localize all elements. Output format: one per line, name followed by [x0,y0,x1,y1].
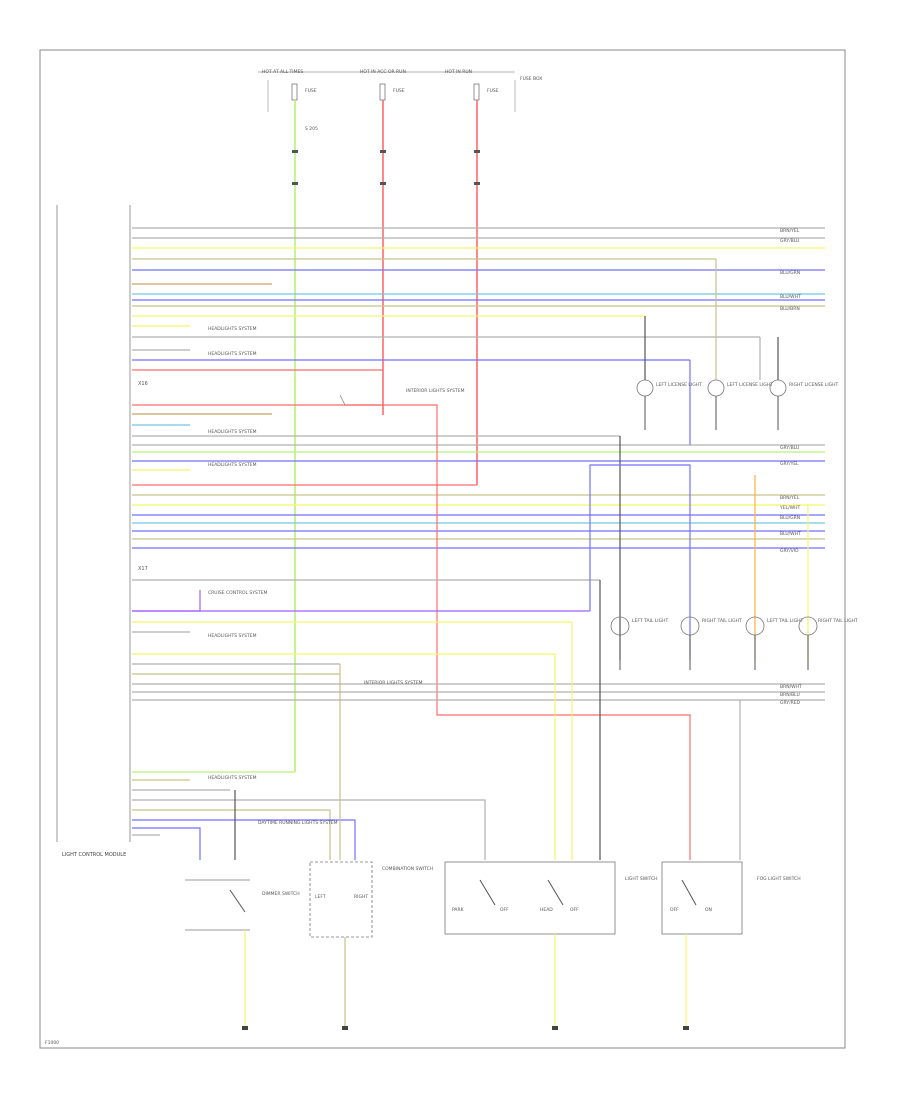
top-lamps: LEFT LICENSE LIGHT LEFT LICENSE LIGHT RI… [636,379,839,430]
svg-text:BLU/WHT: BLU/WHT [780,294,801,300]
mid-lamps: LEFT TAIL LIGHT RIGHT TAIL LIGHT LEFT TA… [610,616,858,670]
footer-code: F1000 [45,1040,59,1046]
svg-text:BRN/BLU: BRN/BLU [780,692,800,698]
svg-text:RIGHT TAIL LIGHT: RIGHT TAIL LIGHT [818,618,858,624]
splice-label: S 205 [305,126,318,132]
diagram-frame [39,49,846,1049]
vertical-drops [234,259,809,860]
svg-text:PARK: PARK [452,907,465,913]
fuse-1: FUSE [291,83,317,101]
svg-text:BRN/YEL: BRN/YEL [780,495,800,501]
lamp-top-1: LEFT LICENSE LIGHT [636,379,702,430]
connector-x17: X17 [138,566,148,572]
svg-text:LEFT: LEFT [315,894,326,900]
svg-text:RIGHT: RIGHT [354,894,368,900]
svg-text:DIMMER SWITCH: DIMMER SWITCH [262,891,300,897]
feed-label-1: HOT AT ALL TIMES [262,69,303,75]
svg-text:FUSE: FUSE [305,88,317,94]
ref-headlights-5: HEADLIGHTS SYSTEM [208,633,257,639]
svg-text:GRY/BLU: GRY/BLU [780,445,799,451]
lamp-mid-4: RIGHT TAIL LIGHT [798,616,858,670]
wire-group-3 [132,579,825,701]
wire-group-2 [132,404,825,549]
svg-text:FUSE: FUSE [487,88,499,94]
ref-headlights-6: HEADLIGHTS SYSTEM [208,775,257,781]
lamp-mid-3: LEFT TAIL LIGHT [745,616,803,670]
ref-interior-lights-2: INTERIOR LIGHTS SYSTEM [364,680,423,686]
ref-headlights-3: HEADLIGHTS SYSTEM [208,429,257,435]
svg-text:FUSE: FUSE [393,88,405,94]
fuse-3: FUSE [473,83,499,101]
svg-text:RIGHT LICENSE LIGHT: RIGHT LICENSE LIGHT [789,382,839,388]
combination-switch: LEFT RIGHT COMBINATION SWITCH [309,861,433,1030]
ref-headlights-2: HEADLIGHTS SYSTEM [208,351,257,357]
svg-text:GRY/VIO: GRY/VIO [780,548,799,554]
ref-headlights-4: HEADLIGHTS SYSTEM [208,462,257,468]
svg-text:HEAD: HEAD [540,907,553,913]
svg-text:OFF: OFF [670,907,679,913]
svg-text:LEFT TAIL LIGHT: LEFT TAIL LIGHT [632,618,668,624]
svg-text:BLU/GRN: BLU/GRN [780,515,800,521]
svg-text:COMBINATION SWITCH: COMBINATION SWITCH [382,866,433,872]
svg-text:BRN/YEL: BRN/YEL [780,228,800,234]
dimmer-switch: DIMMER SWITCH [185,879,300,1030]
svg-text:OFF: OFF [570,907,579,913]
svg-text:BLU/WHT: BLU/WHT [780,531,801,537]
ref-daytime: DAYTIME RUNNING LIGHTS SYSTEM [258,820,338,826]
ref-headlights-1: HEADLIGHTS SYSTEM [208,326,257,332]
ref-cruise: CRUISE CONTROL SYSTEM [208,590,267,596]
lamp-mid-1: LEFT TAIL LIGHT [610,616,668,670]
ref-interior-lights: INTERIOR LIGHTS SYSTEM [406,388,465,394]
svg-text:BLU/BRN: BLU/BRN [780,306,800,312]
svg-text:GRY/RED: GRY/RED [780,700,801,706]
svg-text:GRY/YEL: GRY/YEL [780,461,799,467]
svg-text:FOG LIGHT SWITCH: FOG LIGHT SWITCH [757,876,801,882]
lamp-mid-2: RIGHT TAIL LIGHT [680,616,742,670]
light-switch: PARK OFF HEAD OFF LIGHT SWITCH [444,861,658,1030]
svg-text:RIGHT TAIL LIGHT: RIGHT TAIL LIGHT [702,618,742,624]
lamp-top-3: RIGHT LICENSE LIGHT [769,379,839,430]
svg-text:LEFT LICENSE LIGHT: LEFT LICENSE LIGHT [656,382,702,388]
svg-text:OFF: OFF [500,907,509,913]
switches: DIMMER SWITCH LEFT RIGHT COMBINATION SWI… [185,861,801,1030]
feed-label-2: HOT IN ACC OR RUN [360,69,406,75]
wire-red-branch [345,404,691,860]
svg-text:BLU/GRN: BLU/GRN [780,270,800,276]
svg-text:BRN/WHT: BRN/WHT [780,684,802,690]
svg-text:ON: ON [705,907,712,913]
fuse-2: FUSE [379,83,405,101]
module-label: LIGHT CONTROL MODULE [62,852,126,858]
svg-text:YEL/WHT: YEL/WHT [779,505,800,511]
wire-group-4 [132,771,486,860]
connector-x16: X16 [138,381,148,387]
wire-group-1 [132,227,825,371]
fog-switch: OFF ON FOG LIGHT SWITCH [661,861,801,1030]
svg-text:GRY/BLU: GRY/BLU [780,238,799,244]
lamp-top-2: LEFT LICENSE LIGHT [707,379,773,430]
svg-text:LEFT TAIL LIGHT: LEFT TAIL LIGHT [767,618,803,624]
feed-label-3: HOT IN RUN [445,69,472,75]
fuse-header: HOT AT ALL TIMES HOT IN ACC OR RUN HOT I… [258,69,542,132]
annotations: HEADLIGHTS SYSTEM HEADLIGHTS SYSTEM HEAD… [208,326,423,826]
fuse-box-label: FUSE BOX [520,76,542,82]
svg-text:LEFT LICENSE LIGHT: LEFT LICENSE LIGHT [727,382,773,388]
svg-text:LIGHT SWITCH: LIGHT SWITCH [625,876,658,882]
right-edge-labels: BRN/YEL GRY/BLU BLU/GRN BLU/WHT BLU/BRN … [779,228,802,706]
